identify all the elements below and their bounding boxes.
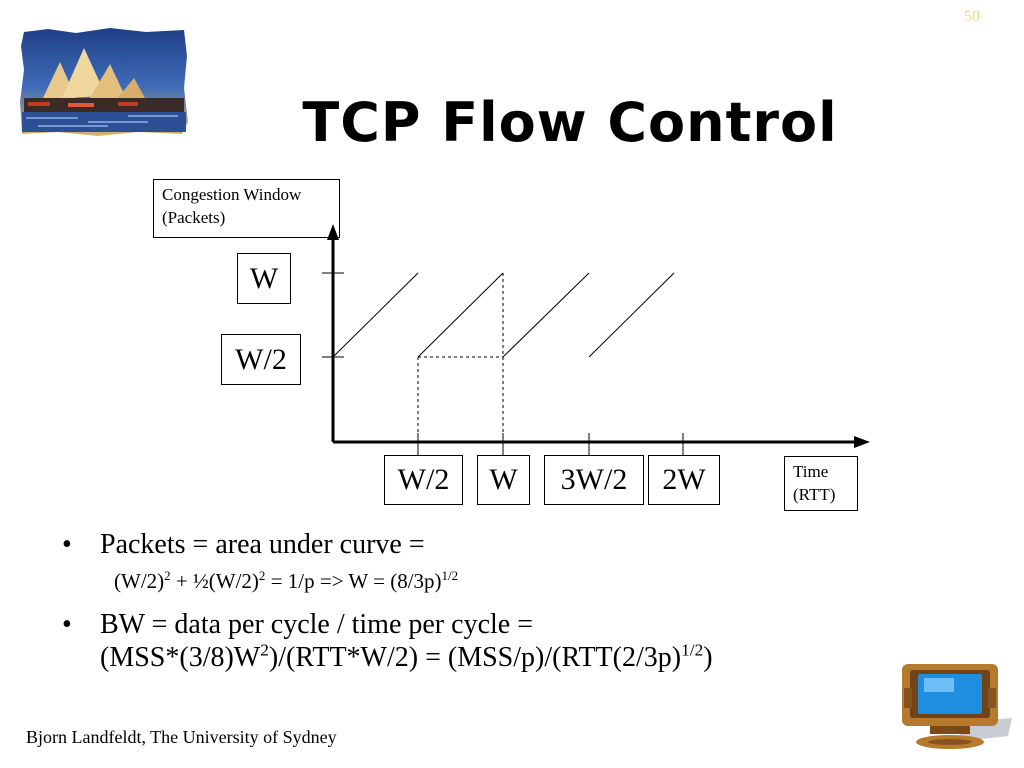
slide-number: 50 [964, 8, 980, 25]
axes [327, 224, 870, 448]
x-axis-label-line2: (RTT) [793, 484, 836, 504]
formula-exponent: 1/2 [441, 568, 459, 584]
x-axis-label: Time (RTT) [784, 456, 858, 511]
formula-part: + ½(W/2) [170, 569, 259, 594]
bullet-packets-text: Packets = area under curve = [100, 529, 425, 560]
y-axis-label-line2: (Packets) [162, 207, 226, 227]
y-axis-label-line1: Congestion Window [162, 185, 302, 204]
formula-part: = 1/p => W = (8/3p) [265, 569, 442, 594]
formula-exponent: 2 [260, 641, 269, 661]
computer-icon [902, 664, 1012, 749]
x-axis-label-line1: Time [793, 462, 829, 481]
bullet-packets: • Packets = area under curve = [62, 528, 982, 561]
y-axis-label: Congestion Window (Packets) [153, 179, 340, 238]
x-tick-w-half: W/2 [384, 455, 463, 505]
slide-title: TCP Flow Control [302, 91, 838, 154]
bullet-dot: • [62, 529, 72, 560]
footer-credit: Bjorn Landfeldt, The University of Sydne… [26, 727, 337, 747]
formula-exponent: 2 [258, 568, 266, 584]
formula-exponent: 1/2 [681, 641, 704, 661]
x-tick-w: W [477, 455, 530, 505]
formula-part: (W/2) [114, 569, 165, 594]
y-tick-w-half: W/2 [221, 334, 301, 385]
x-tick-2w: 2W [648, 455, 720, 505]
bullet-dot: • [62, 609, 72, 641]
y-tick-w: W [237, 253, 291, 304]
formula-exponent: 2 [164, 568, 171, 584]
guide-lines [417, 273, 504, 442]
axis-ticks [322, 272, 684, 458]
packets-formula: (W/2)2 + ½(W/2)2 = 1/p => W = (8/3p)1/2 [62, 567, 982, 596]
formula-part: )/(RTT*W/2) = (MSS/p)/(RTT(2/3p) [268, 642, 682, 674]
bullet-list: • Packets = area under curve = (W/2)2 + … [62, 528, 982, 674]
bullet-bandwidth: • BW = data per cycle / time per cycle =… [62, 608, 982, 674]
bandwidth-formula: (MSS*(3/8)W2)/(RTT*W/2) = (MSS/p)/(RTT(2… [100, 641, 982, 674]
bullet-bandwidth-line1: BW = data per cycle / time per cycle = [100, 609, 533, 641]
formula-part: (MSS*(3/8)W [100, 642, 261, 674]
x-tick-3w-half: 3W/2 [544, 455, 644, 505]
opera-house-logo [20, 28, 188, 136]
formula-part: ) [703, 642, 713, 674]
sawtooth-curve [332, 272, 675, 358]
